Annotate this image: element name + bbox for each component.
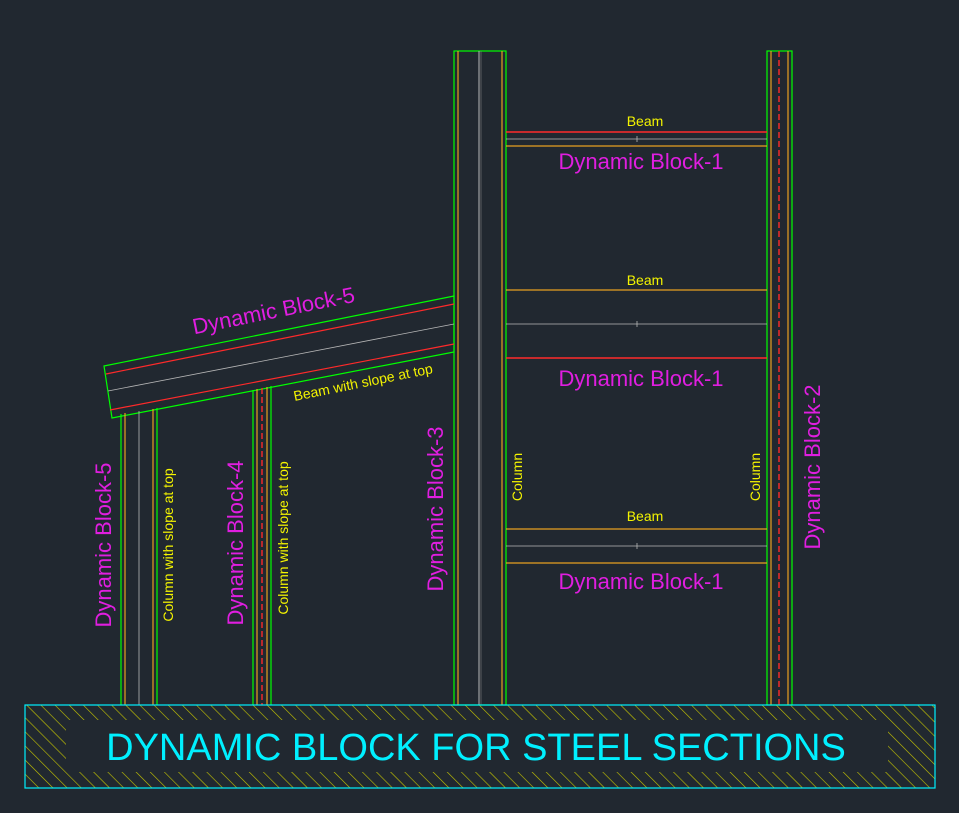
block-1-label-top: Dynamic Block-1 xyxy=(558,149,723,174)
beam-label-bottom: Beam xyxy=(627,508,664,524)
block-5-column-label: Dynamic Block-5 xyxy=(91,462,116,627)
beam-block-1-top xyxy=(506,131,767,147)
block-4-label: Dynamic Block-4 xyxy=(223,460,248,625)
block-3-label: Dynamic Block-3 xyxy=(423,426,448,591)
sloped-beam-block-5 xyxy=(103,295,455,419)
column-block-5 xyxy=(120,408,158,705)
beam-slope-label: Beam with slope at top xyxy=(292,360,434,404)
column-label-left: Column xyxy=(509,453,525,501)
drawing-title: DYNAMIC BLOCK FOR STEEL SECTIONS xyxy=(106,727,846,769)
block-5-beam-label: Dynamic Block-5 xyxy=(190,282,357,339)
column-block-3 xyxy=(453,50,507,706)
block-1-label-middle: Dynamic Block-1 xyxy=(558,366,723,391)
column-block-4 xyxy=(252,386,272,705)
ground-title-strip xyxy=(24,704,936,789)
beam-block-1-middle xyxy=(506,289,767,359)
col-slope-label-5: Column with slope at top xyxy=(160,468,176,622)
column-block-2 xyxy=(766,50,793,706)
beam-label-top: Beam xyxy=(627,113,664,129)
block-1-label-bottom: Dynamic Block-1 xyxy=(558,569,723,594)
column-label-right: Column xyxy=(747,453,763,501)
beam-block-1-bottom xyxy=(506,528,767,564)
beam-label-middle: Beam xyxy=(627,272,664,288)
col-slope-label-4: Column with slope at top xyxy=(275,461,291,615)
block-2-label: Dynamic Block-2 xyxy=(800,384,825,549)
